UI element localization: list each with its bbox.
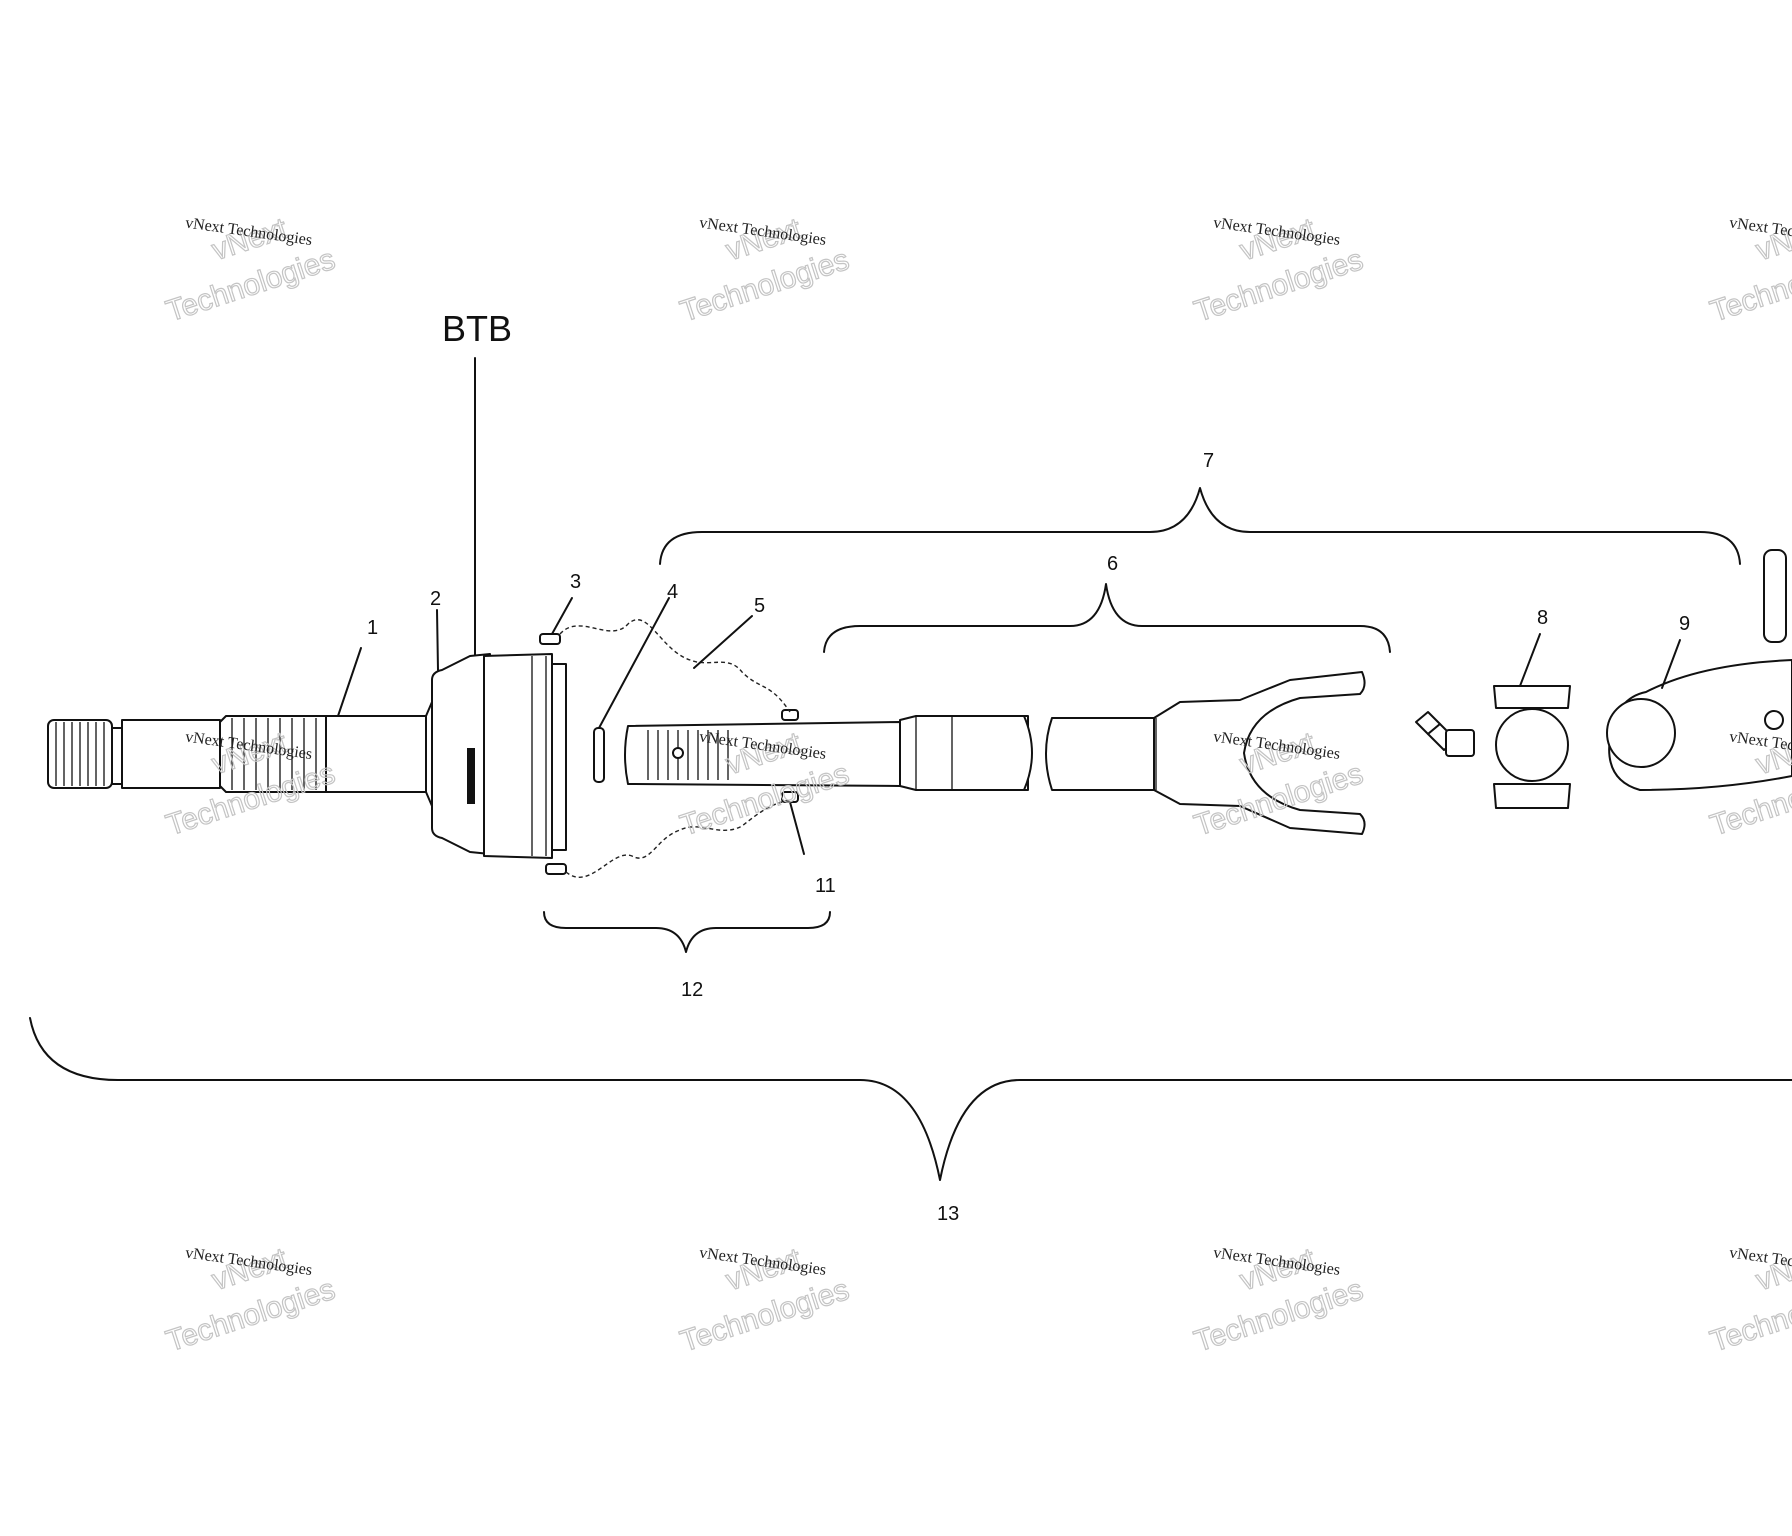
callout-13: 13 [937, 1203, 959, 1225]
callout-11: 11 [815, 875, 836, 897]
callout-7: 7 [1203, 450, 1214, 472]
grease-fitting [1415, 711, 1475, 757]
watermark: vNext Technologies vNext Technologies [676, 1242, 854, 1360]
brace-6 [823, 583, 1391, 653]
callout-4: 4 [667, 581, 678, 603]
watermark: vNext Technologies vNext Technologies [162, 211, 340, 329]
part-6-shaft-yoke [624, 671, 1366, 835]
leader-lines [337, 597, 1681, 855]
brace-7 [659, 487, 1741, 565]
part-1-stub-shaft [47, 715, 427, 793]
watermark: vNext Technologies vNext Technologies [676, 212, 854, 330]
callout-3: 3 [570, 571, 581, 593]
callout-2: 2 [430, 588, 441, 610]
callout-6: 6 [1107, 553, 1118, 575]
watermark: vNext Technologies vNext Technologies [1706, 212, 1792, 330]
part-2-cv-housing [425, 653, 567, 859]
callout-1: 1 [367, 617, 378, 639]
part-4-circlip [593, 727, 605, 783]
part-8-cross [1493, 685, 1571, 809]
part-3-clamps [539, 633, 799, 875]
callout-9: 9 [1679, 613, 1690, 635]
watermark: vNext Technologies vNext Technologies [1706, 1242, 1792, 1360]
callout-5: 5 [754, 595, 765, 617]
brace-12 [543, 911, 831, 953]
callout-12: 12 [681, 979, 703, 1001]
btb-label: BTB [442, 308, 512, 349]
watermark: vNext Technologies vNext Technologies [1190, 212, 1368, 330]
brace-13 [29, 1017, 1792, 1181]
part-5-boot [559, 619, 791, 878]
callout-8: 8 [1537, 607, 1548, 629]
watermark: vNext Technologies vNext Technologies [1190, 1242, 1368, 1360]
watermark: vNext Technologies vNext Technologies [162, 1241, 340, 1359]
part-9-arm [1606, 549, 1792, 791]
